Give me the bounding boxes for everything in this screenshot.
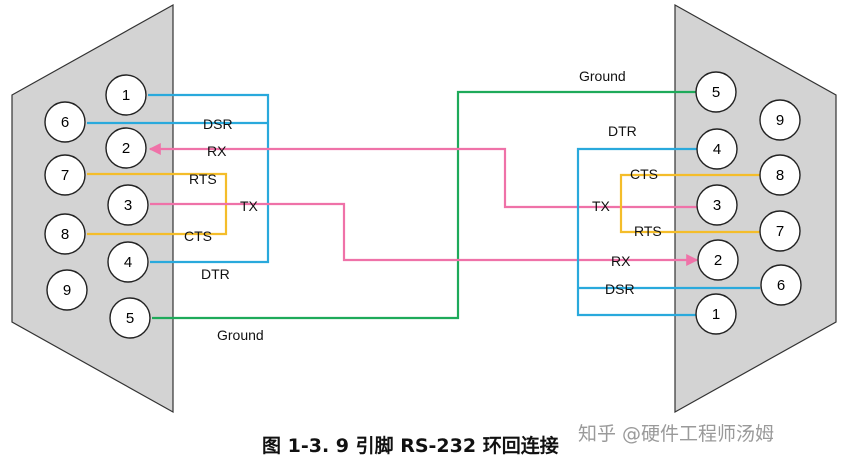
- left-pin-1: 1: [105, 74, 147, 116]
- svg-text:9: 9: [776, 112, 784, 129]
- svg-text:6: 6: [777, 277, 785, 294]
- right-pins: 5 9 4 8 3 7 2 6 1: [695, 71, 802, 335]
- svg-text:5: 5: [712, 84, 720, 101]
- right-yellow-wire: [619, 173, 760, 234]
- svg-text:7: 7: [61, 167, 69, 184]
- right-label-ground: Ground: [579, 68, 626, 84]
- right-label-rts: RTS: [634, 223, 662, 239]
- right-label-dtr: DTR: [608, 123, 637, 139]
- left-pin-5: 5: [109, 297, 151, 339]
- right-label-dsr: DSR: [605, 281, 635, 297]
- svg-text:4: 4: [124, 254, 132, 271]
- left-signal-labels: DSR RX RTS TX CTS DTR Ground: [184, 116, 264, 343]
- svg-text:9: 9: [63, 282, 71, 299]
- left-label-dtr: DTR: [201, 266, 230, 282]
- right-pin-8: 8: [759, 154, 801, 196]
- svg-text:1: 1: [712, 306, 720, 323]
- left-label-tx: TX: [240, 198, 259, 214]
- right-label-tx: TX: [592, 198, 611, 214]
- svg-text:7: 7: [776, 223, 784, 240]
- right-pin-6: 6: [760, 264, 802, 306]
- figure-caption: 图 1-3. 9 引脚 RS-232 环回连接: [262, 434, 559, 457]
- rx-to-tx-wire: [148, 143, 697, 209]
- svg-text:8: 8: [776, 167, 784, 184]
- watermark: 知乎 @硬件工程师汤姆: [578, 423, 774, 445]
- left-pin-7: 7: [44, 154, 86, 196]
- svg-text:8: 8: [61, 226, 69, 243]
- left-label-cts: CTS: [184, 228, 212, 244]
- left-blue-wire: [148, 93, 270, 264]
- right-pin-3: 3: [696, 184, 738, 226]
- left-pin-8: 8: [44, 213, 86, 255]
- svg-text:5: 5: [126, 310, 134, 327]
- left-pin-3: 3: [107, 184, 149, 226]
- ground-wire: [152, 90, 696, 320]
- left-db9-connector-body: [11, 3, 174, 414]
- svg-text:4: 4: [713, 141, 721, 158]
- left-label-rts: RTS: [189, 171, 217, 187]
- svg-text:2: 2: [714, 252, 722, 269]
- left-label-ground: Ground: [217, 327, 264, 343]
- right-pin-9: 9: [759, 99, 801, 141]
- right-pin-4: 4: [696, 128, 738, 170]
- right-pin-2: 2: [697, 239, 739, 281]
- right-pin-1: 1: [695, 293, 737, 335]
- right-label-cts: CTS: [630, 166, 658, 182]
- right-label-rx: RX: [611, 253, 631, 269]
- left-pin-2: 2: [105, 127, 147, 169]
- left-pin-9: 9: [46, 269, 88, 311]
- left-pins: 1 6 2 7 3 8 4 9 5: [44, 74, 151, 339]
- left-wiring: [87, 90, 699, 320]
- svg-text:1: 1: [122, 87, 130, 104]
- right-pin-7: 7: [759, 210, 801, 252]
- left-label-dsr: DSR: [203, 116, 233, 132]
- left-pin-4: 4: [107, 241, 149, 283]
- svg-text:3: 3: [713, 197, 721, 214]
- svg-text:2: 2: [122, 140, 130, 157]
- left-pin-6: 6: [44, 101, 86, 143]
- right-blue-wire: [576, 147, 697, 317]
- svg-text:6: 6: [61, 114, 69, 131]
- svg-text:3: 3: [124, 197, 132, 214]
- right-wiring: [576, 147, 760, 317]
- left-label-rx: RX: [207, 143, 227, 159]
- right-pin-5: 5: [695, 71, 737, 113]
- right-signal-labels: Ground DTR CTS TX RTS RX DSR: [579, 68, 662, 297]
- tx-to-rx-wire: [150, 202, 699, 266]
